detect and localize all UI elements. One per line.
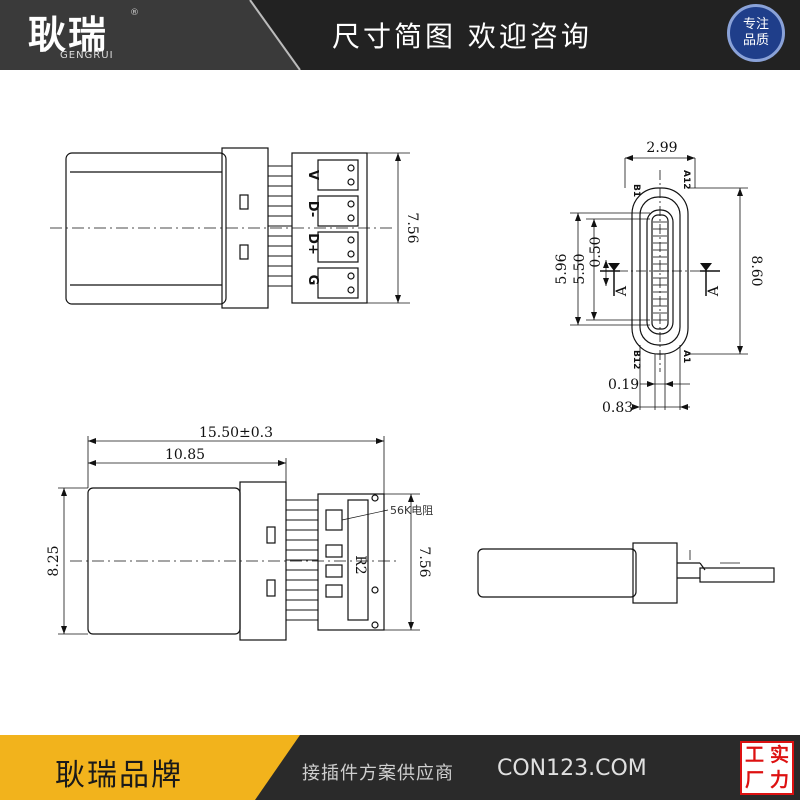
dim-bottom-height: 8.25	[46, 545, 62, 576]
badge-line-2: 品质	[742, 33, 769, 48]
bottom-view	[58, 436, 420, 641]
side-view	[477, 542, 775, 604]
dim-0-50: 0.50	[588, 236, 604, 267]
footer-decor	[0, 735, 300, 800]
header-decor	[0, 0, 301, 70]
dim-0-83: 0.83	[602, 400, 633, 416]
stamp-char-2: 实	[769, 744, 789, 766]
pin-label-v: V	[305, 170, 320, 180]
label-b1: B1	[631, 184, 641, 197]
dim-8-60: 8.60	[748, 255, 764, 286]
dim-top-height: 7.56	[404, 212, 420, 243]
resistor-note: 56K电阻	[390, 504, 433, 517]
factory-stamp: 工 实 厂 力	[740, 741, 794, 795]
pin-label-d-minus: D-	[305, 201, 320, 217]
footer-slogan: 接插件方案供应商	[302, 763, 454, 784]
pin-label-d-plus: D+	[305, 233, 320, 255]
header-bar: 耿瑞 ® GENGRUI 尺寸简图 欢迎咨询 专注 品质	[0, 0, 800, 70]
footer-bar: 耿瑞品牌 接插件方案供应商 CON123.COM 工 实 厂 力	[0, 735, 800, 800]
label-a1: A1	[681, 350, 691, 363]
dim-5-96: 5.96	[554, 253, 570, 284]
end-view	[570, 157, 748, 410]
dim-5-50: 5.50	[572, 253, 588, 284]
section-mark-left: A	[614, 285, 630, 297]
resistor-ref: R2	[352, 555, 368, 574]
footer-site: CON123.COM	[497, 756, 647, 781]
top-view	[50, 147, 410, 309]
stamp-char-1: 工	[744, 744, 764, 766]
brand-logo-cn: 耿瑞	[28, 12, 109, 57]
pin-label-g: G	[305, 275, 320, 286]
registered-mark: ®	[130, 8, 139, 18]
footer-brand: 耿瑞品牌	[55, 758, 183, 793]
badge-line-1: 专注	[742, 17, 769, 32]
label-a12: A12	[681, 170, 691, 190]
dim-total-length: 15.50±0.3	[199, 425, 273, 441]
stamp-char-4: 力	[769, 769, 789, 791]
brand-logo-en: GENGRUI	[60, 50, 114, 61]
dimension-drawing: V D- D+ G 7.56 2.99 B1 A12 B12 A1 5.96 5…	[46, 140, 775, 641]
dim-0-19: 0.19	[608, 377, 639, 393]
dim-end-width: 2.99	[646, 140, 677, 156]
page-title: 尺寸简图 欢迎咨询	[332, 20, 592, 53]
section-mark-right: A	[706, 285, 722, 297]
stamp-char-3: 厂	[744, 769, 764, 791]
dim-pcb-height: 7.56	[416, 546, 432, 577]
label-b12: B12	[631, 350, 641, 369]
dim-body-length: 10.85	[165, 447, 205, 463]
quality-badge: 专注 品质	[727, 4, 785, 62]
